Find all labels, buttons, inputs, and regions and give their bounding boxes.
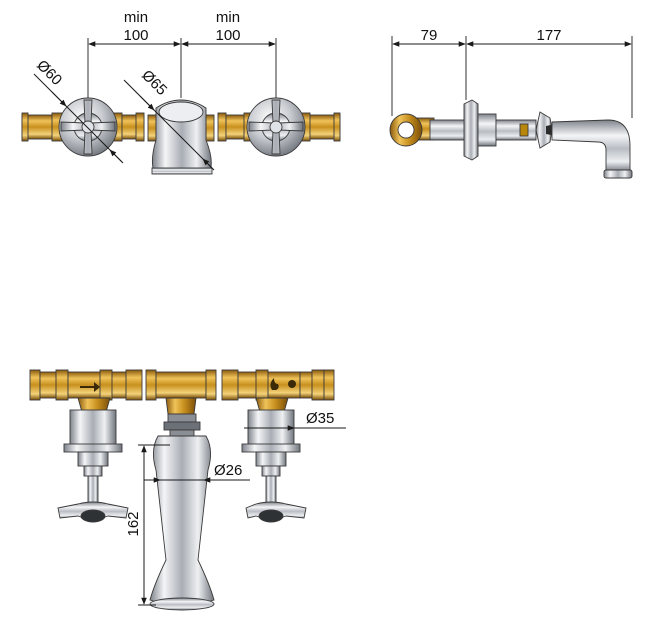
dim-dia-35: Ø35 [244,410,346,431]
left-brass-tee [29,369,143,413]
side-view-assembly: 79 177 [389,27,633,179]
center-spout-front [147,99,215,175]
dim-label-79: 79 [421,27,438,44]
center-spout-elevation [149,413,215,611]
dim-label-162: 162 [125,511,142,536]
dim-label-dia-65: Ø65 [138,67,170,99]
left-brass-pipe [21,112,145,142]
dim-label-min-right: min [216,9,240,26]
dim-label-100-right: 100 [215,27,240,44]
side-body [463,99,556,161]
left-valve-body [57,409,129,523]
elevation-view-assembly: Ø35 Ø26 162 [29,369,346,611]
dim-label-dia-35: Ø35 [306,410,334,427]
right-brass-tee [221,369,335,413]
flame-icon [270,378,279,390]
right-valve-rosette [246,97,306,157]
dim-side-79-177: 79 177 [391,27,633,118]
dim-height-162: 162 [125,444,170,606]
center-brass-tee [145,369,217,415]
dim-label-100-left: 100 [123,27,148,44]
side-brass-inlet [389,113,467,147]
dim-label-dia-60: Ø60 [33,57,65,89]
dim-label-min-left: min [124,9,148,26]
dim-min-100-left: min 100 min 100 [87,9,277,98]
dim-label-177: 177 [536,27,561,44]
right-valve-body [241,409,307,523]
dim-label-dia-26: Ø26 [214,462,242,479]
flow-arrow-icon [80,382,100,392]
front-view-assembly: min 100 min 100 Ø60 Ø65 [21,9,341,175]
side-spout [551,119,633,179]
side-cross-handle-icon [535,111,553,149]
left-valve-rosette [58,97,118,157]
